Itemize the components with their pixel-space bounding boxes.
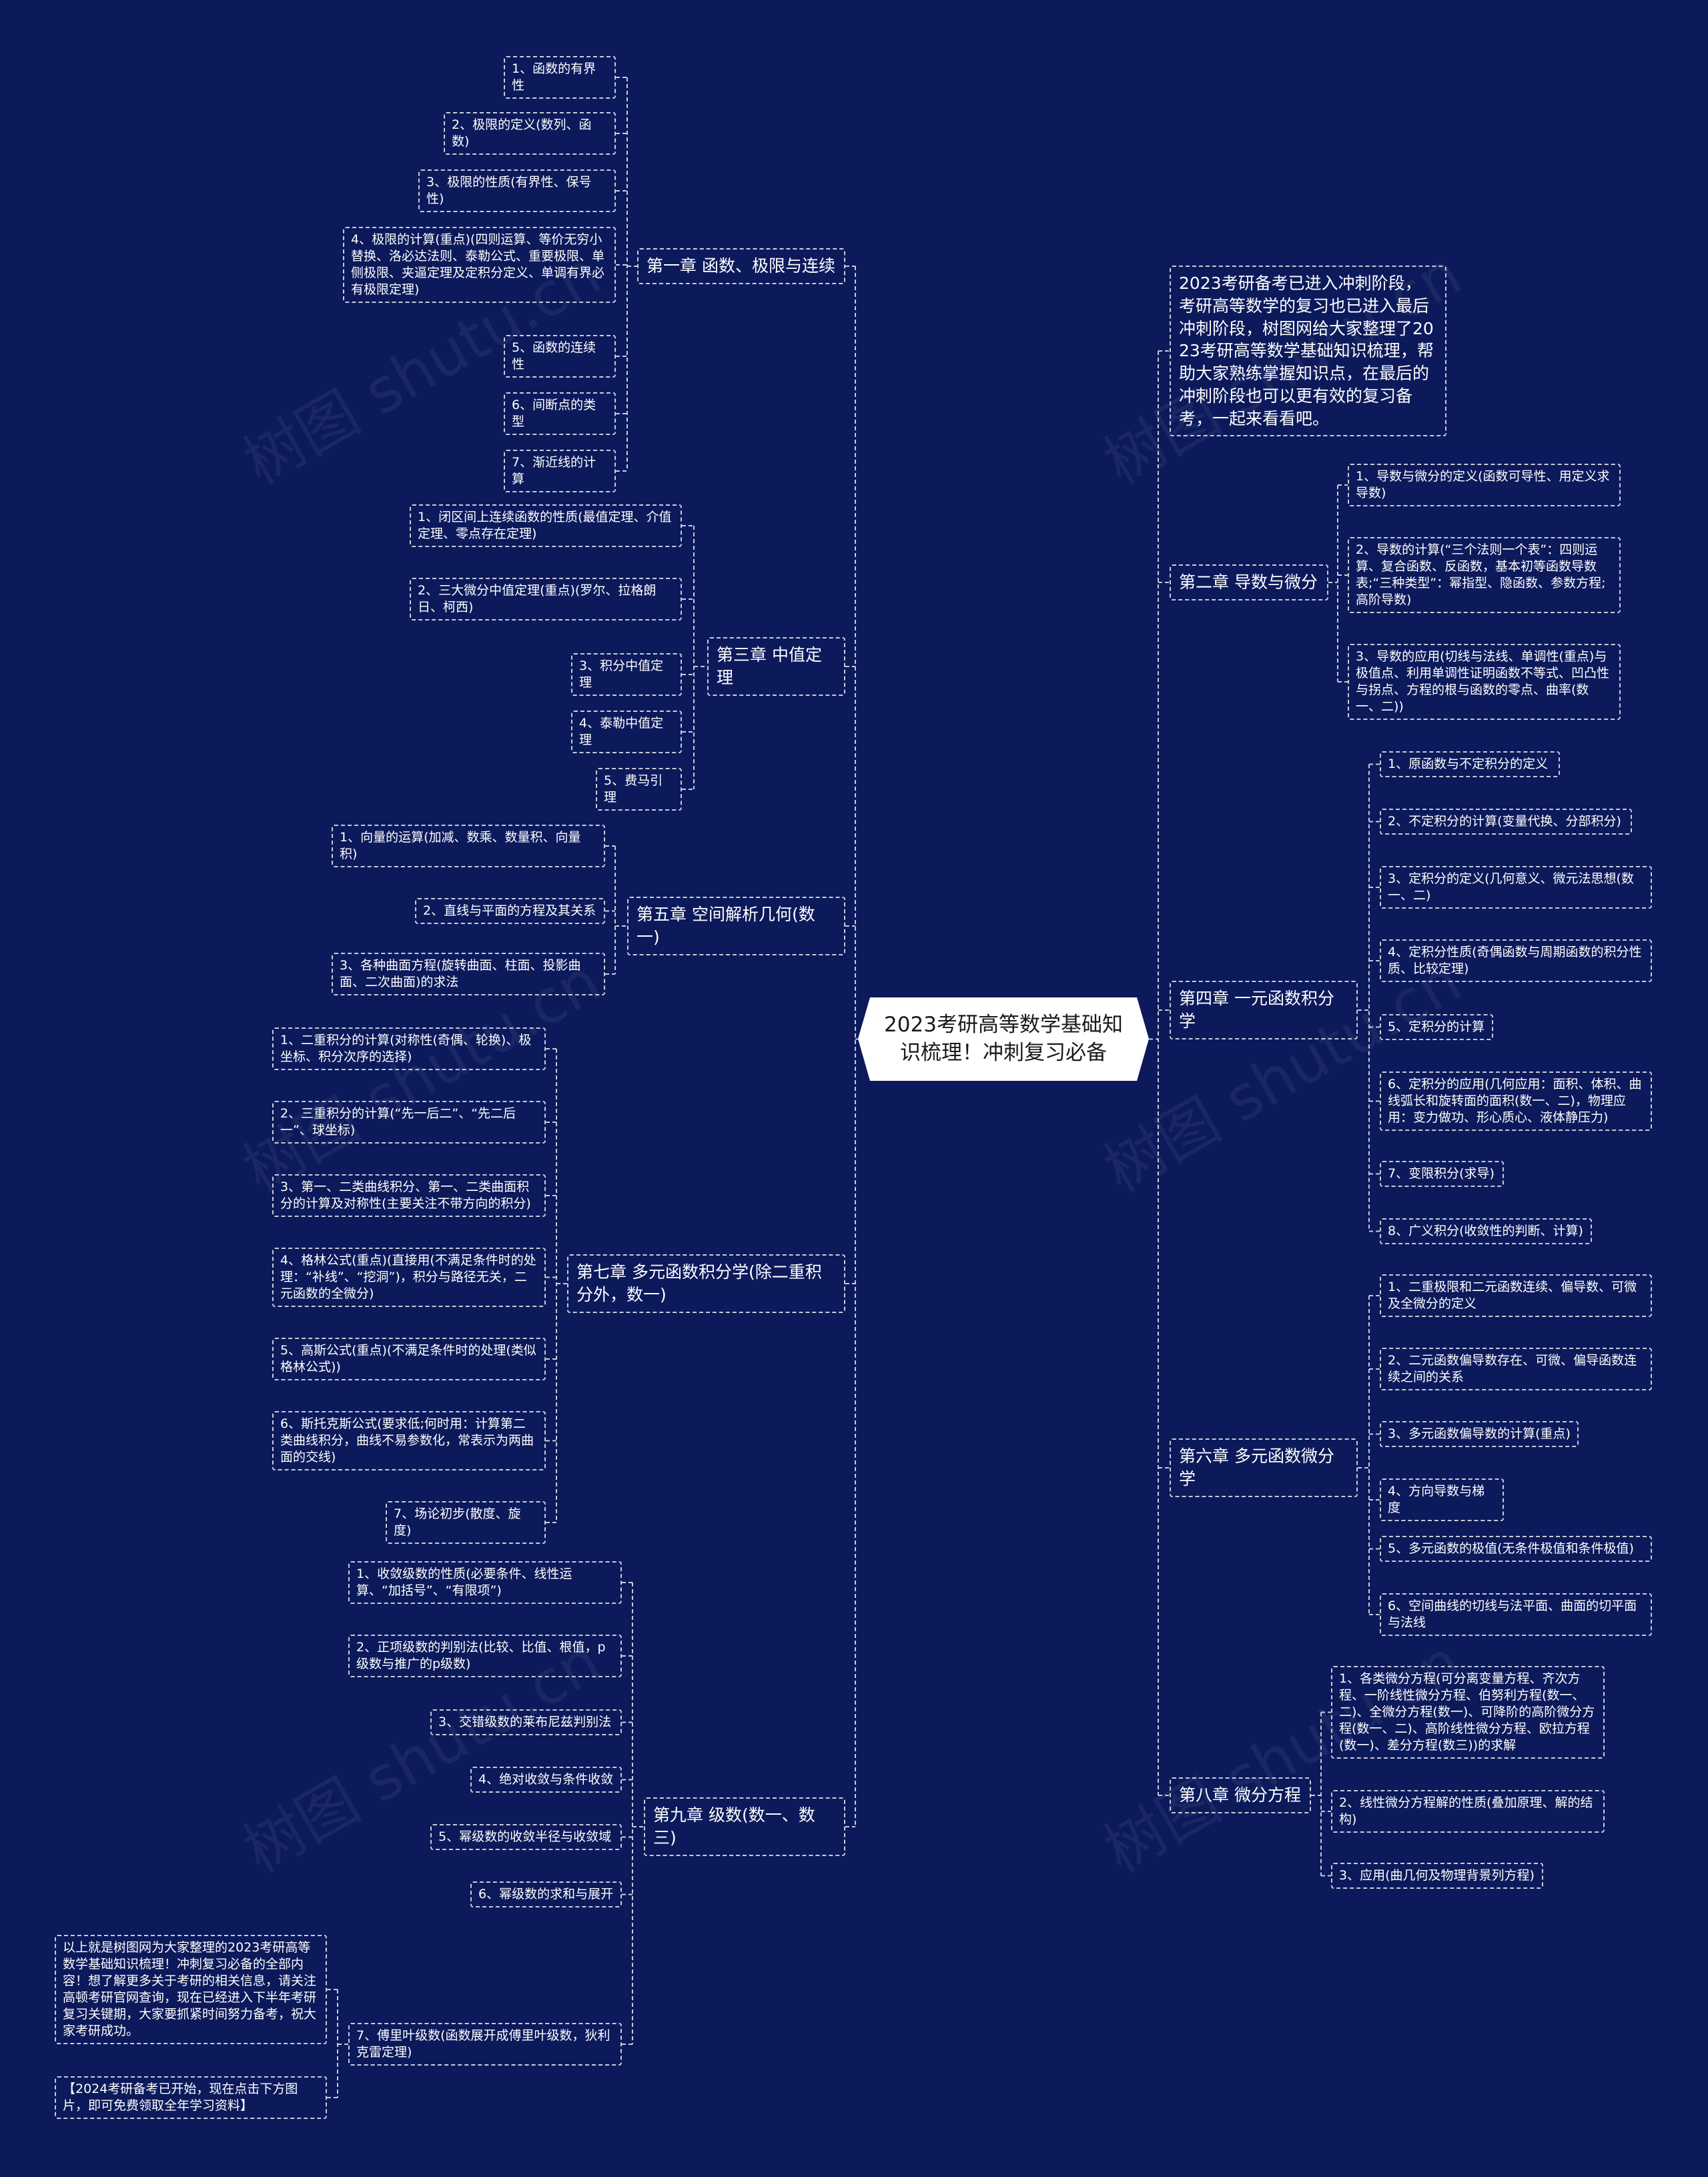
ch4-item-8[interactable]: 8、广义积分(收敛性的判断、计算) [1380,1218,1592,1245]
ch9-item-2[interactable]: 2、正项级数的判别法(比较、比值、根值，p级数与推广的p级数) [348,1635,622,1678]
root-node-shape [858,997,1149,1081]
ch6-item-5[interactable]: 5、多元函数的极值(无条件极值和条件极值) [1380,1536,1652,1563]
ch1-item-1[interactable]: 1、函数的有界性 [504,56,616,99]
intro-summary: 2023考研备考已进入冲刺阶段，考研高等数学的复习也已进入最后冲刺阶段，树图网给… [1170,266,1446,437]
ch2-item-1[interactable]: 1、导数与微分的定义(函数可导性、用定义求导数) [1348,464,1621,507]
ch9-item-3[interactable]: 3、交错级数的莱布尼兹判别法 [430,1709,622,1736]
closing-note: 以上就是树图网为大家整理的2023考研高等数学基础知识梳理！冲刺复习必备的全部内… [55,1935,327,2045]
ch3-item-4[interactable]: 4、泰勒中值定理 [571,711,682,754]
ch6-item-1[interactable]: 1、二重极限和二元函数连续、偏导数、可微及全微分的定义 [1380,1274,1652,1318]
chapter-9-topic[interactable]: 第九章 级数(数一、数三) [644,1797,845,1856]
ch9-item-1[interactable]: 1、收敛级数的性质(必要条件、线性运算、“加括号”、“有限项”) [348,1561,622,1605]
chapter-3-topic[interactable]: 第三章 中值定理 [707,637,845,696]
ch9-item-5[interactable]: 5、幂级数的收敛半径与收敛域 [430,1824,622,1851]
ch9-item-4[interactable]: 4、绝对收敛与条件收敛 [470,1767,622,1793]
ch1-item-3[interactable]: 3、极限的性质(有界性、保号性) [418,169,616,213]
root-topic[interactable]: 2023考研高等数学基础知识梳理！冲刺复习必备 [884,1012,1123,1065]
ch8-item-1[interactable]: 1、各类微分方程(可分离变量方程、齐次方程、一阶线性微分方程、伯努利方程(数一、… [1331,1666,1605,1759]
chapter-4-topic[interactable]: 第四章 一元函数积分学 [1170,981,1358,1039]
chapter-6-topic[interactable]: 第六章 多元函数微分学 [1170,1438,1358,1497]
ch9-item-6[interactable]: 6、幂级数的求和与展开 [470,1881,622,1908]
ch1-item-5[interactable]: 5、函数的连续性 [504,335,616,378]
ch4-item-1[interactable]: 1、原函数与不定积分的定义 [1380,751,1560,778]
ch8-item-2[interactable]: 2、线性微分方程解的性质(叠加原理、解的结构) [1331,1790,1605,1833]
chapter-8-topic[interactable]: 第八章 微分方程 [1170,1777,1311,1813]
ch7-item-4[interactable]: 4、格林公式(重点)(直接用(不满足条件时的处理：“补线”、“挖洞”)，积分与路… [272,1248,546,1308]
ch7-item-5[interactable]: 5、高斯公式(重点)(不满足条件时的处理(类似格林公式)) [272,1338,546,1381]
ch8-item-3[interactable]: 3、应用(曲几何及物理背景列方程) [1331,1863,1543,1889]
ch1-item-2[interactable]: 2、极限的定义(数列、函数) [444,112,616,155]
ch3-item-2[interactable]: 2、三大微分中值定理(重点)(罗尔、拉格朗日、柯西) [410,578,682,621]
ch2-item-3[interactable]: 3、导数的应用(切线与法线、单调性(重点)与极值点、利用单调性证明函数不等式、凹… [1348,644,1621,721]
ch4-item-7[interactable]: 7、变限积分(求导) [1380,1161,1504,1188]
ch4-item-4[interactable]: 4、定积分性质(奇偶函数与周期函数的积分性质、比较定理) [1380,939,1652,983]
ch2-item-2[interactable]: 2、导数的计算(“三个法则一个表”：四则运算、复合函数、反函数，基本初等函数导数… [1348,537,1621,614]
ch4-item-2[interactable]: 2、不定积分的计算(变量代换、分部积分) [1380,809,1632,835]
ch3-item-1[interactable]: 1、闭区间上连续函数的性质(最值定理、介值定理、零点存在定理) [410,504,682,548]
ch4-item-6[interactable]: 6、定积分的应用(几何应用：面积、体积、曲线弧长和旋转面的面积(数一、二)，物理… [1380,1071,1652,1132]
ch5-item-1[interactable]: 1、向量的运算(加减、数乘、数量积、向量积) [332,825,605,868]
ch6-item-3[interactable]: 3、多元函数偏导数的计算(重点) [1380,1421,1579,1448]
ch1-item-7[interactable]: 7、渐近线的计算 [504,450,616,493]
ch4-item-3[interactable]: 3、定积分的定义(几何意义、微元法思想(数一、二) [1380,866,1652,909]
ch6-item-2[interactable]: 2、二元函数偏导数存在、可微、偏导函数连续之间的关系 [1380,1348,1652,1391]
ch3-item-3[interactable]: 3、积分中值定理 [571,653,682,697]
chapter-2-topic[interactable]: 第二章 导数与微分 [1170,564,1328,600]
chapter-1-topic[interactable]: 第一章 函数、极限与连续 [637,248,845,284]
chapter-5-topic[interactable]: 第五章 空间解析几何(数一) [627,897,845,955]
chapter-7-topic[interactable]: 第七章 多元函数积分学(除二重积分外，数一) [567,1254,845,1313]
ch3-item-5[interactable]: 5、费马引理 [596,768,682,811]
ch7-item-2[interactable]: 2、三重积分的计算(“先一后二”、“先二后一”、球坐标) [272,1101,546,1144]
ch6-item-4[interactable]: 4、方向导数与梯度 [1380,1478,1504,1522]
ch5-item-3[interactable]: 3、各种曲面方程(旋转曲面、柱面、投影曲面、二次曲面)的求法 [332,953,605,996]
ch7-item-1[interactable]: 1、二重积分的计算(对称性(奇偶、轮换)、极坐标、积分次序的选择) [272,1027,546,1071]
promo-note[interactable]: 【2024考研备考已开始，现在点击下方图片，即可免费领取全年学习资料】 [55,2076,327,2120]
ch7-item-7[interactable]: 7、场论初步(散度、旋度) [386,1501,546,1545]
ch7-item-3[interactable]: 3、第一、二类曲线积分、第一、二类曲面积分的计算及对称性(主要关注不带方向的积分… [272,1174,546,1218]
ch7-item-6[interactable]: 6、斯托克斯公式(要求低;何时用：计算第二类曲线积分，曲线不易参数化，常表示为两… [272,1411,546,1471]
ch1-item-4[interactable]: 4、极限的计算(重点)(四则运算、等价无穷小替换、洛必达法则、泰勒公式、重要极限… [343,227,616,304]
ch5-item-2[interactable]: 2、直线与平面的方程及其关系 [415,898,605,925]
ch6-item-6[interactable]: 6、空间曲线的切线与法平面、曲面的切平面与法线 [1380,1593,1652,1637]
ch4-item-5[interactable]: 5、定积分的计算 [1380,1014,1493,1041]
ch1-item-6[interactable]: 6、间断点的类型 [504,392,616,436]
ch9-item-7[interactable]: 7、傅里叶级数(函数展开成傅里叶级数，狄利克雷定理) [348,2023,622,2066]
